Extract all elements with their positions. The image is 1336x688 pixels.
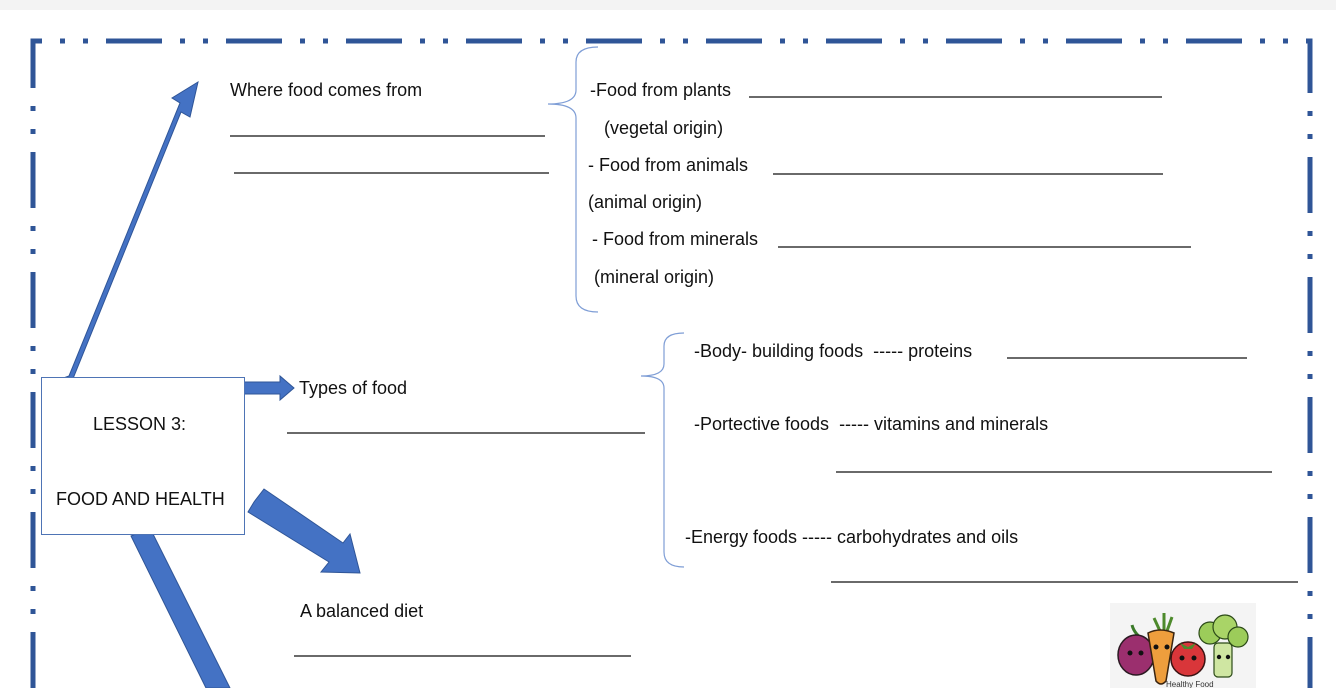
types-item-body-building: -Body- building foods ----- proteins bbox=[694, 341, 973, 361]
origin-item-plants: -Food from plants bbox=[590, 80, 732, 100]
lesson-title: FOOD AND HEALTH bbox=[56, 489, 225, 509]
viewer-top-bar bbox=[0, 0, 1336, 10]
arrow-diagonal-to-diet bbox=[247, 488, 361, 574]
arrow-down-to-next bbox=[130, 527, 231, 688]
types-heading: Types of food bbox=[299, 378, 408, 398]
arrow-up-to-origin bbox=[56, 80, 199, 387]
illustration-caption: Healthy Food bbox=[1166, 680, 1214, 688]
lesson-box bbox=[41, 377, 245, 535]
diet-heading: A balanced diet bbox=[300, 601, 424, 621]
types-item-protective: -Portective foods ----- vitamins and min… bbox=[694, 414, 1049, 434]
origin-item-animals: - Food from animals bbox=[588, 155, 749, 175]
healthy-food-illustration: Healthy Food bbox=[1110, 603, 1256, 688]
origin-item-minerals: - Food from minerals bbox=[592, 229, 759, 249]
origin-sublabel-minerals: (mineral origin) bbox=[594, 267, 715, 287]
origin-sublabel-animals: (animal origin) bbox=[588, 192, 703, 212]
types-item-energy: -Energy foods ----- carbohydrates and oi… bbox=[685, 527, 1019, 547]
origin-sublabel-plants: (vegetal origin) bbox=[604, 118, 724, 138]
lesson-number: LESSON 3: bbox=[93, 414, 187, 434]
bracket-origin bbox=[547, 46, 599, 313]
bracket-types bbox=[640, 332, 685, 568]
origin-heading: Where food comes from bbox=[230, 80, 423, 100]
answer-blanks bbox=[230, 96, 1298, 657]
